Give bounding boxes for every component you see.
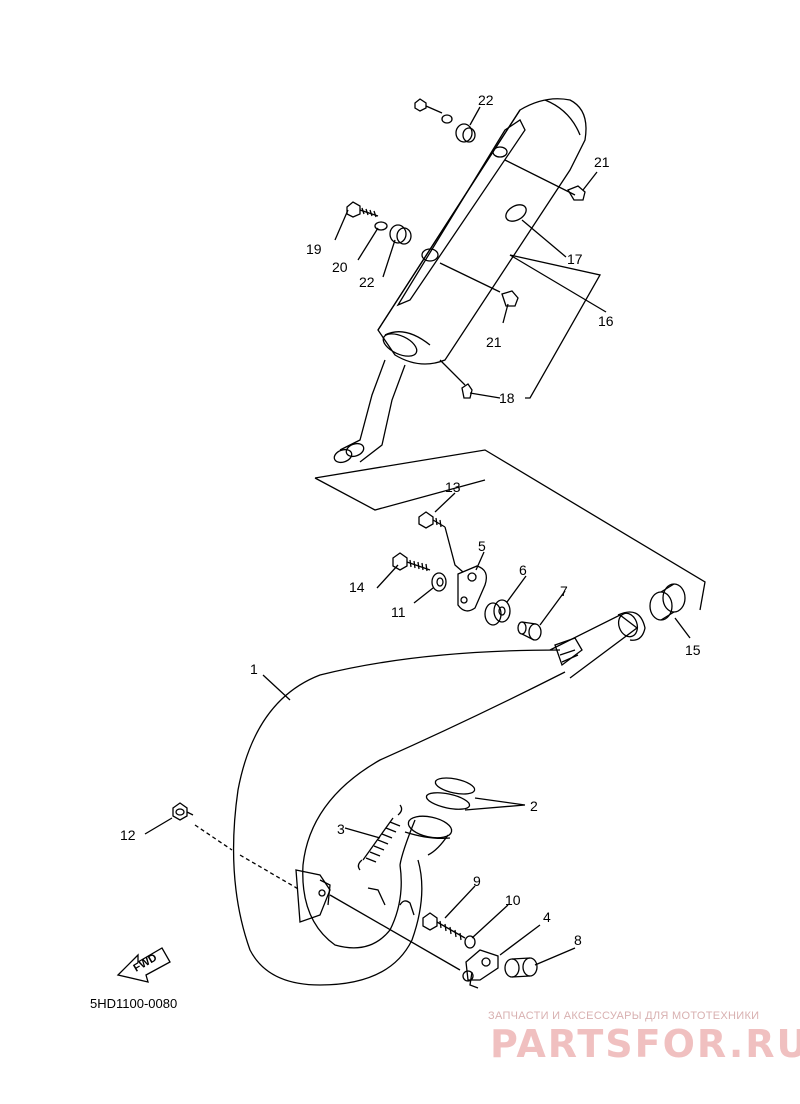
callout-11: 11 — [391, 604, 406, 620]
washer-10 — [464, 935, 476, 949]
bolt-13 — [418, 511, 464, 573]
assembly-bracket-lines — [314, 449, 706, 611]
collar-21-upper — [567, 185, 586, 201]
bolt-19 — [346, 201, 379, 218]
callout-22-lower: 22 — [359, 274, 375, 290]
pipe-bracket — [295, 869, 331, 923]
callout-21-lower: 21 — [486, 334, 502, 350]
hook-clip — [367, 887, 415, 916]
callout-12: 12 — [120, 827, 136, 843]
callout-19: 19 — [306, 241, 322, 257]
bolt-12 — [172, 802, 194, 821]
exhaust-pipe — [232, 611, 646, 986]
collar-8 — [504, 957, 538, 978]
dashed-alignment-line — [194, 824, 301, 891]
bolt-22-top — [414, 98, 453, 124]
callout-20: 20 — [332, 259, 348, 275]
callout-3: 3 — [337, 821, 345, 837]
callout-5: 5 — [478, 538, 486, 554]
callout-7: 7 — [560, 583, 568, 599]
bolt-9 — [422, 912, 466, 941]
gasket-15 — [649, 583, 686, 621]
callout-6: 6 — [519, 562, 527, 578]
washer-11 — [431, 572, 447, 592]
o-ring-2-lower — [425, 792, 471, 810]
fwd-arrow-icon — [116, 947, 171, 983]
collar-7 — [517, 621, 542, 641]
callout-14: 14 — [349, 579, 365, 595]
grommet-22-lower — [389, 224, 412, 245]
callout-15: 15 — [685, 642, 701, 658]
o-ring-2-upper — [434, 777, 476, 795]
fwd-label: FWD — [132, 952, 160, 975]
callout-4: 4 — [543, 909, 551, 925]
diagram-code: 5HD1100-0080 — [90, 996, 178, 1011]
callout-17: 17 — [567, 251, 583, 267]
grommet-22-upper — [455, 123, 476, 143]
silencer-inlet-pipe — [333, 359, 406, 464]
grommet-6 — [484, 599, 511, 626]
leader-lines-lower — [144, 674, 576, 971]
screw-18 — [461, 383, 473, 399]
callout-2: 2 — [530, 798, 538, 814]
callout-13: 13 — [445, 479, 461, 495]
leader-lines-middle — [376, 492, 691, 639]
callout-8: 8 — [574, 932, 582, 948]
spring-3 — [357, 804, 403, 871]
callout-18: 18 — [499, 390, 515, 406]
leader-lines — [334, 106, 607, 399]
callout-22-top: 22 — [478, 92, 494, 108]
callout-9: 9 — [473, 873, 481, 889]
silencer-mount-hole — [421, 248, 439, 262]
bracket-5 — [457, 565, 488, 612]
watermark-logo: PARTSFOR.RU — [490, 1022, 800, 1066]
callout-1: 1 — [250, 661, 258, 677]
washer-20 — [374, 221, 388, 231]
bracket-4 — [462, 949, 499, 989]
callout-10: 10 — [505, 892, 521, 908]
bolt-14 — [392, 552, 431, 572]
callout-21-top: 21 — [594, 154, 610, 170]
collar-21-lower — [501, 290, 519, 307]
silencer — [377, 98, 587, 365]
callout-16: 16 — [598, 313, 614, 329]
watermark-tagline: ЗАПЧАСТИ И АКСЕССУАРЫ ДЛЯ МОТОТЕХНИКИ — [488, 1010, 760, 1022]
silencer-mount-hole — [492, 146, 508, 158]
callout-labels: 22 21 19 20 22 17 16 21 18 13 5 6 7 14 1… — [120, 92, 701, 948]
